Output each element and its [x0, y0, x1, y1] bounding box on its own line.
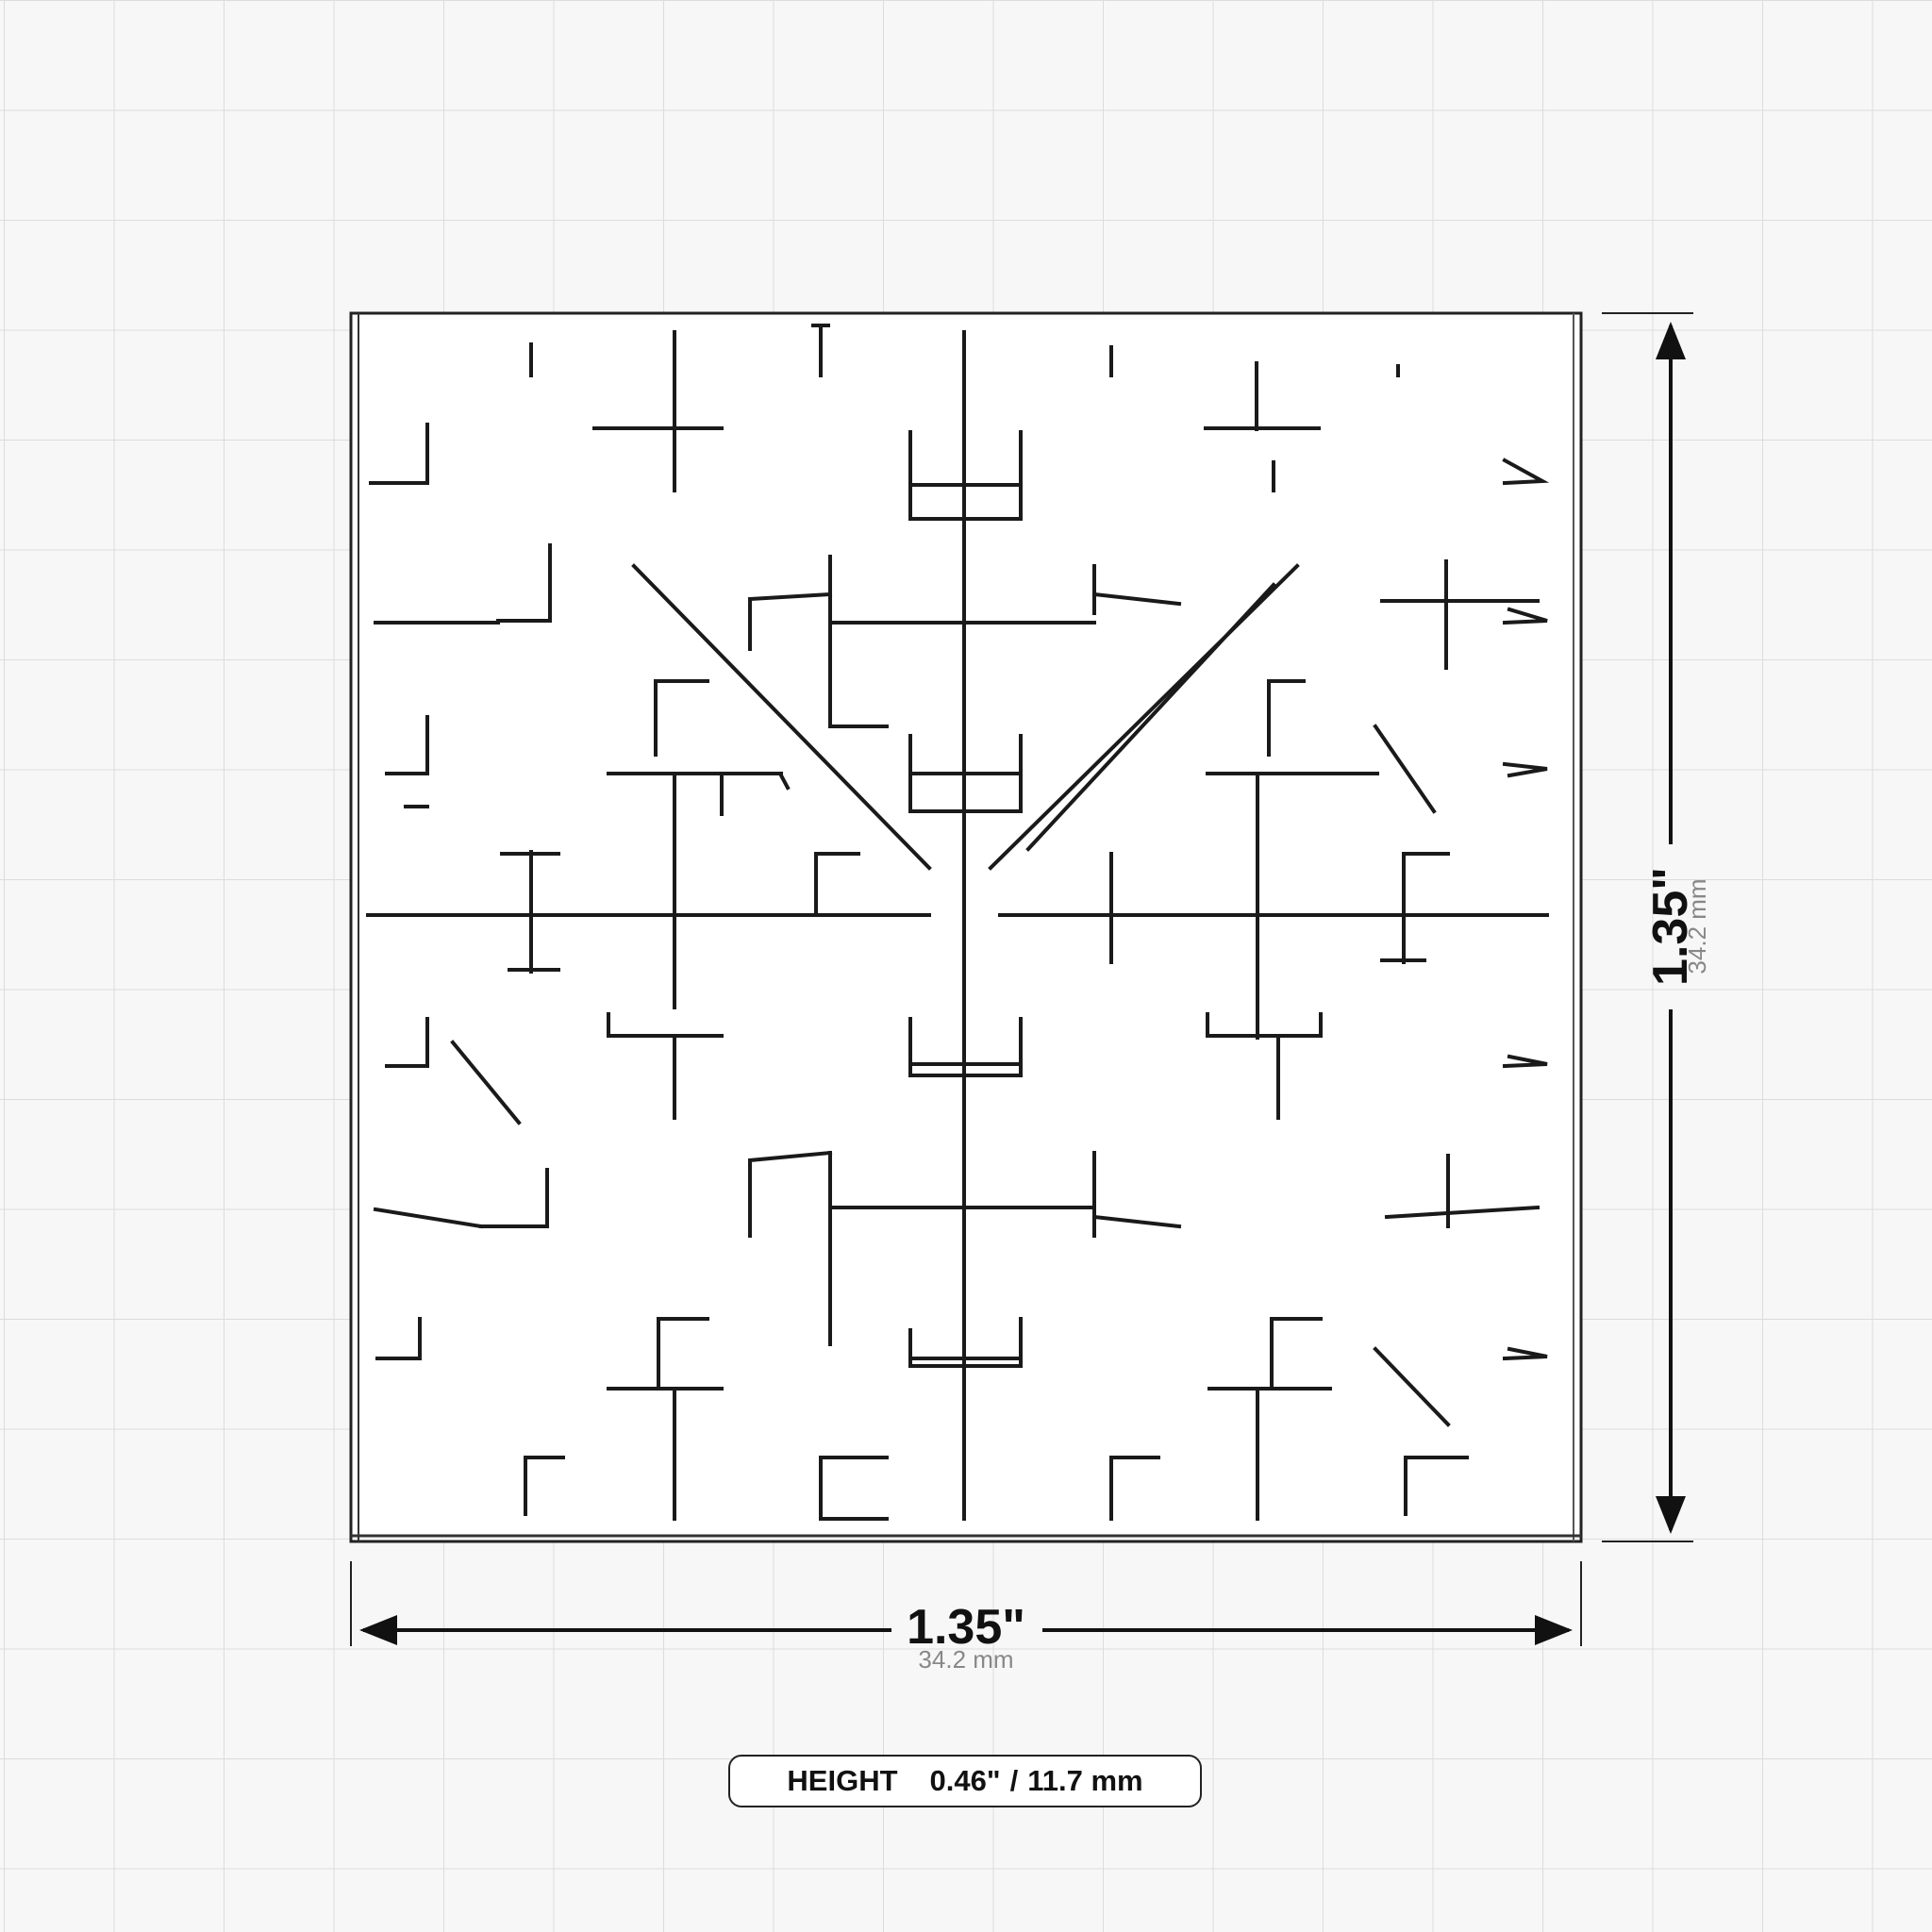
height-separator: /	[1009, 1764, 1019, 1797]
depth-inches-label: 1.35"	[1643, 867, 1698, 986]
width-inches-label: 1.35"	[907, 1600, 1025, 1655]
depth-mm-label: 34.2 mm	[1683, 878, 1711, 974]
width-dimension: 1.35" 34.2 mm	[350, 1561, 1582, 1674]
depth-dimension: 1.35" 34.2 mm	[1602, 312, 1711, 1542]
height-mm: 11.7 mm	[1027, 1764, 1143, 1797]
height-label: HEIGHT	[787, 1764, 898, 1797]
snowflake-pattern	[366, 324, 1550, 1521]
width-mm-label: 34.2 mm	[918, 1645, 1013, 1674]
height-inches: 0.46"	[929, 1764, 1001, 1797]
height-badge: HEIGHT 0.46" / 11.7 mm	[728, 1755, 1202, 1807]
